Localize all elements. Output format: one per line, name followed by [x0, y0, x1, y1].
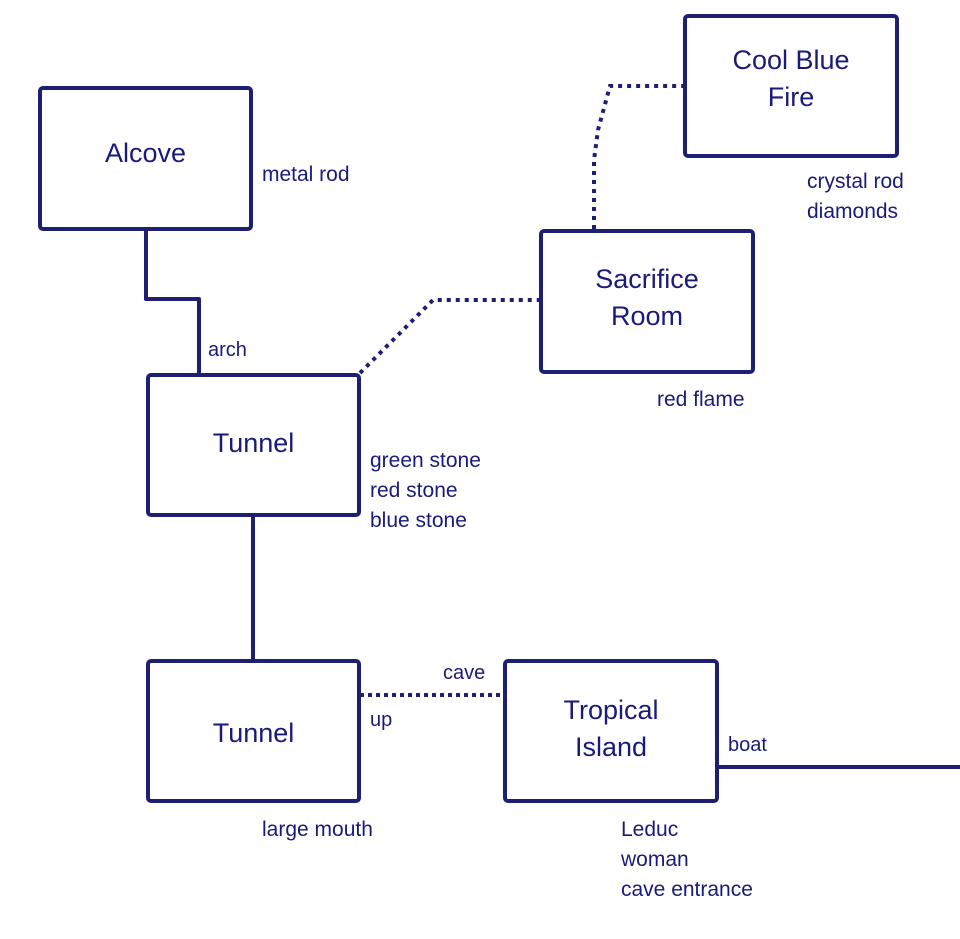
- room-name: Tropical Island: [563, 695, 659, 762]
- item-label: Leduc: [621, 818, 679, 841]
- item-label: metal rod: [262, 163, 350, 186]
- item-label: woman: [621, 848, 689, 871]
- link-sacrifice-coolbluefire: [592, 84, 683, 229]
- connection-label-arch: arch: [208, 339, 247, 361]
- link-alcove-tunnel: [144, 230, 201, 373]
- item-label: large mouth: [262, 818, 373, 841]
- item-label: cave entrance: [621, 878, 753, 901]
- item-label: blue stone: [370, 509, 467, 532]
- room-name: Tunnel: [212, 717, 295, 748]
- item-label: red stone: [370, 479, 458, 502]
- room-items-cool-blue-fire: crystal rod diamonds: [807, 167, 904, 227]
- room-name: Alcove: [104, 138, 187, 168]
- link-tunnel-sacrifice: [358, 298, 539, 375]
- room-name: Sacrifice Room: [595, 263, 699, 331]
- room-name: Cool Blue Fire: [732, 45, 850, 112]
- room-items-tunnel-upper: green stone red stone blue stone: [370, 446, 481, 536]
- room-tunnel-lower[interactable]: Tunnel: [146, 659, 361, 803]
- room-name: Tunnel: [212, 427, 295, 458]
- room-items-tunnel-lower: large mouth: [262, 815, 373, 845]
- room-alcove[interactable]: Alcove: [38, 86, 253, 231]
- connection-label-cave: cave: [443, 662, 486, 684]
- room-cool-blue-fire[interactable]: Cool Blue Fire: [683, 14, 899, 158]
- room-tunnel-upper[interactable]: Tunnel: [146, 373, 361, 517]
- item-label: red flame: [657, 388, 745, 411]
- item-label: green stone: [370, 449, 481, 472]
- room-sacrifice-room[interactable]: Sacrifice Room: [539, 229, 755, 374]
- room-items-sacrifice-room: red flame: [657, 385, 745, 415]
- connection-label-up: up: [370, 709, 393, 731]
- room-tropical-island[interactable]: Tropical Island: [503, 659, 719, 803]
- item-label: crystal rod: [807, 170, 904, 193]
- item-label: diamonds: [807, 200, 899, 223]
- room-items-alcove: metal rod: [262, 160, 350, 190]
- room-items-tropical-island: Leduc woman cave entrance: [621, 815, 753, 905]
- connection-label-boat: boat: [728, 734, 767, 756]
